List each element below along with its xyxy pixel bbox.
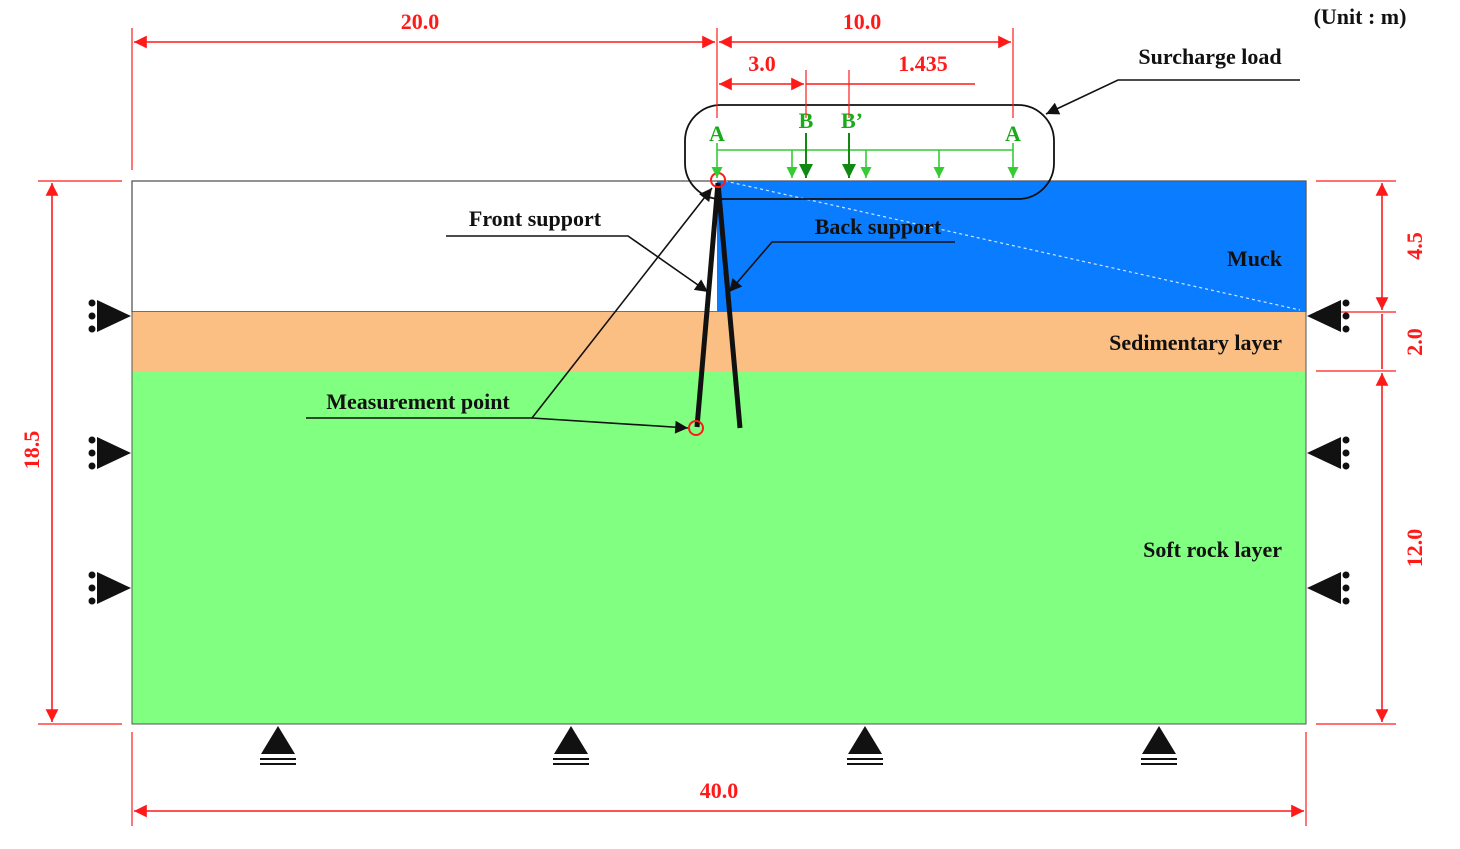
pin-support-bottom	[846, 725, 884, 765]
roller-support-left	[88, 571, 131, 605]
label-soft-rock-layer: Soft rock layer	[1143, 537, 1282, 562]
load-point-a-right: A	[1005, 121, 1021, 146]
roller-support-left	[88, 436, 131, 470]
measurement-circle-bottom	[688, 420, 704, 436]
pin-support-bottom	[1140, 725, 1178, 765]
dim-muck-thickness: 4.5	[1402, 232, 1427, 260]
leader-back-support	[728, 241, 955, 293]
leader-measurement-bottom	[531, 417, 689, 434]
dim-total-width: 40.0	[700, 778, 739, 803]
label-muck: Muck	[1227, 246, 1283, 271]
surcharge-load-outline	[684, 104, 1055, 200]
soft-rock-layer	[132, 371, 1306, 724]
load-point-b: B	[799, 108, 814, 133]
unit-label: (Unit : m)	[1314, 4, 1407, 29]
label-front-support: Front support	[469, 206, 602, 231]
roller-support-right	[1307, 436, 1350, 470]
front-support-pile	[694, 182, 721, 428]
dim-soft-rock-thickness: 12.0	[1402, 529, 1427, 568]
load-point-a-left: A	[709, 121, 725, 146]
leader-front-support	[446, 235, 709, 293]
load-point-b-prime: B’	[841, 108, 863, 133]
model-boundary	[131, 180, 1307, 725]
sedimentary-layer	[132, 312, 1306, 371]
label-measurement-point: Measurement point	[326, 389, 510, 414]
leader-surcharge-load	[1045, 79, 1300, 115]
label-sedimentary-layer: Sedimentary layer	[1109, 330, 1282, 355]
roller-support-left	[88, 299, 131, 333]
muck-slope-line	[724, 180, 1301, 311]
roller-support-right	[1307, 299, 1350, 333]
dim-top-right-width: 10.0	[843, 9, 882, 34]
muck-layer	[717, 181, 1306, 312]
dim-total-height: 18.5	[19, 431, 44, 470]
pin-support-bottom	[552, 725, 590, 765]
dim-offset-b: 3.0	[748, 51, 776, 76]
back-support-pile	[715, 182, 743, 429]
pin-support-bottom	[259, 725, 297, 765]
roller-support-right	[1307, 571, 1350, 605]
label-surcharge-load: Surcharge load	[1138, 44, 1281, 69]
dim-sedimentary-thickness: 2.0	[1402, 328, 1427, 356]
dim-top-left-width: 20.0	[401, 9, 440, 34]
dim-offset-b-prime: 1.435	[898, 51, 948, 76]
label-back-support: Back support	[815, 214, 942, 239]
